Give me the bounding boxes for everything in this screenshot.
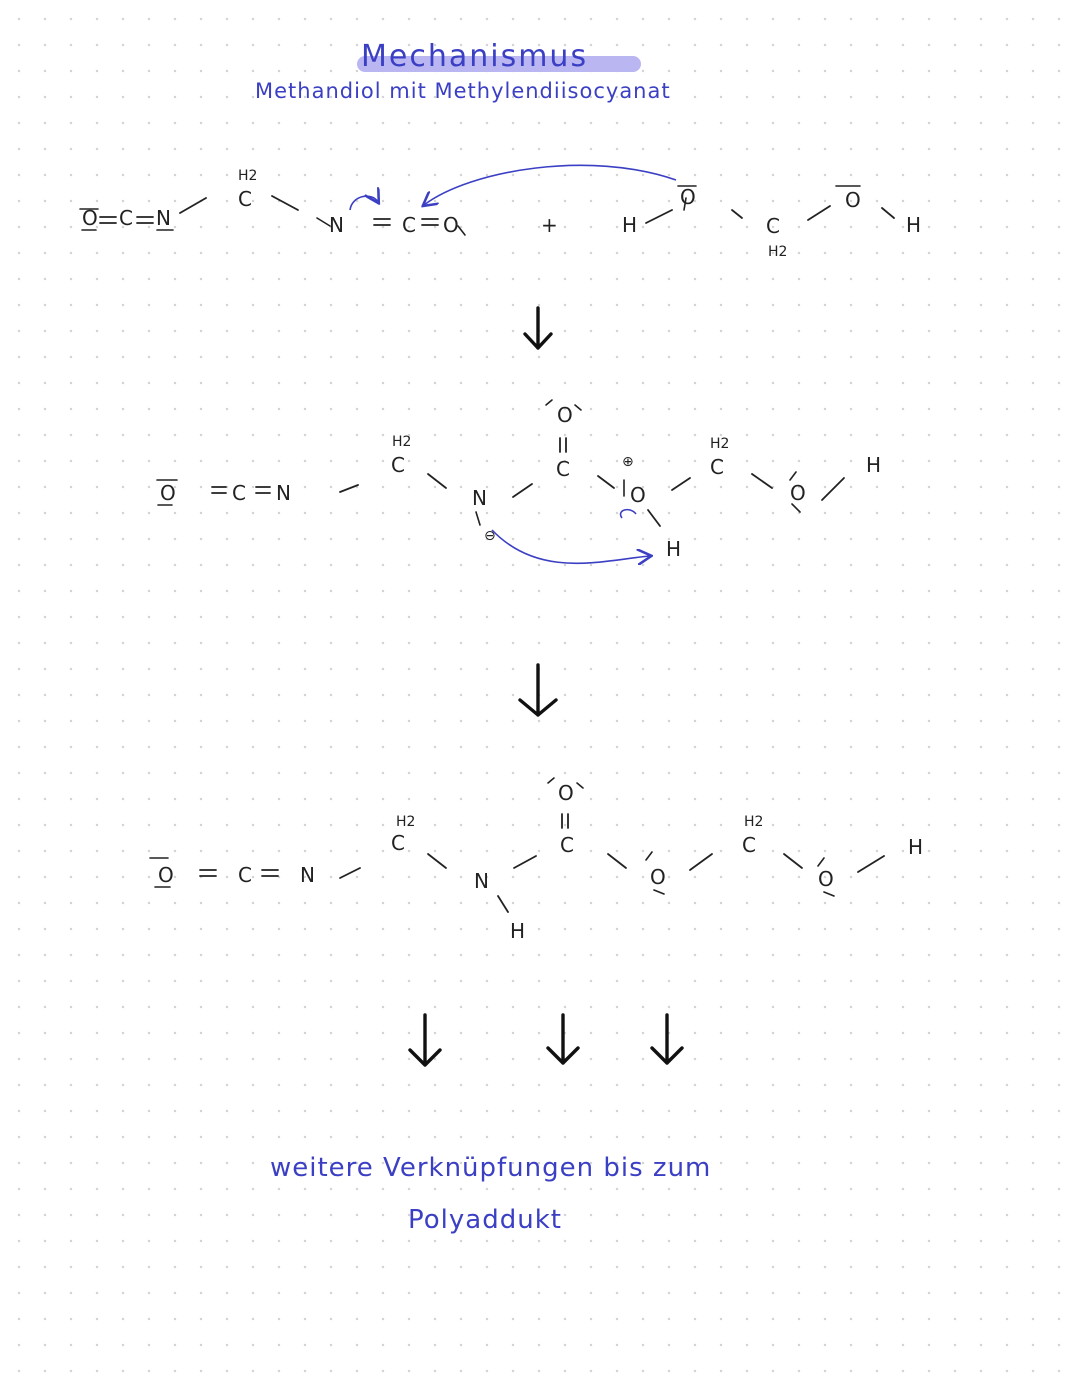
reaction-step-arrow [546, 1013, 580, 1065]
reactant-diisocyanate: O C N C H2 N C O [79, 168, 466, 237]
atom-n: N [276, 481, 291, 505]
note-line-2: Polyaddukt [408, 1205, 562, 1235]
nucleophilic-attack-arrow [424, 164, 677, 205]
atom-o: O [158, 863, 174, 887]
atom-c: C [560, 833, 574, 857]
reactant-methandiol: H O C H2 O H [424, 164, 921, 260]
atom-h: H [866, 453, 881, 477]
atom-h: H [510, 919, 525, 943]
atom-c: C [238, 187, 252, 211]
atom-o: O [790, 481, 806, 505]
atom-o: O [680, 185, 696, 209]
atom-c: C [710, 455, 724, 479]
atom-c: C [391, 831, 405, 855]
reaction-step-arrow [650, 1013, 684, 1065]
positive-charge: ⊕ [622, 454, 634, 470]
atom-o: O [630, 483, 646, 507]
atom-h: H [908, 835, 923, 859]
atom-h: H [906, 213, 921, 237]
atom-o: O [557, 403, 573, 427]
atom-n: N [156, 206, 171, 230]
atom-o: O [650, 865, 666, 889]
atom-n: N [300, 863, 315, 887]
atom-c: C [556, 457, 570, 481]
atom-h2: H2 [396, 814, 415, 830]
page-title: Mechanismus [361, 39, 588, 74]
urethane-product: O C N C H2 N H C O O C H2 O H [149, 777, 923, 943]
intermediate-structure: O C N C H2 N ⊖ C O ⊕ O H C H2 O H [156, 399, 881, 563]
negative-charge: ⊖ [484, 528, 496, 544]
atom-c: C [119, 206, 133, 230]
reaction-step-arrow [523, 306, 553, 350]
electron-shift-arrow [349, 196, 378, 211]
atom-h: H [666, 537, 681, 561]
proton-transfer-arrow [491, 529, 650, 563]
reaction-step-arrow [408, 1013, 442, 1067]
atom-c: C [402, 213, 416, 237]
page-subtitle: Methandiol mit Methylendiisocyanat [255, 79, 671, 103]
note-line-1: weitere Verknüpfungen bis zum [270, 1153, 711, 1183]
atom-h2: H2 [710, 436, 729, 452]
atom-c: C [766, 214, 780, 238]
atom-o: O [443, 213, 459, 237]
atom-h2: H2 [744, 814, 763, 830]
atom-o: O [160, 481, 176, 505]
reaction-step-arrow [518, 663, 558, 717]
atom-h2: H2 [768, 244, 787, 260]
title-highlight [357, 56, 641, 72]
atom-c: C [391, 453, 405, 477]
atom-h2: H2 [238, 168, 257, 184]
atom-o: O [818, 867, 834, 891]
atom-h: H [622, 213, 637, 237]
atom-o: O [82, 206, 98, 230]
atom-o: O [845, 188, 861, 212]
bond-break-arrow [619, 508, 637, 519]
atom-n: N [472, 486, 487, 510]
atom-c: C [232, 481, 246, 505]
atom-c: C [742, 833, 756, 857]
atom-o: O [558, 781, 574, 805]
atom-n: N [474, 869, 489, 893]
atom-c: C [238, 863, 252, 887]
atom-h2: H2 [392, 434, 411, 450]
atom-n: N [329, 213, 344, 237]
plus-sign: + [541, 213, 558, 237]
